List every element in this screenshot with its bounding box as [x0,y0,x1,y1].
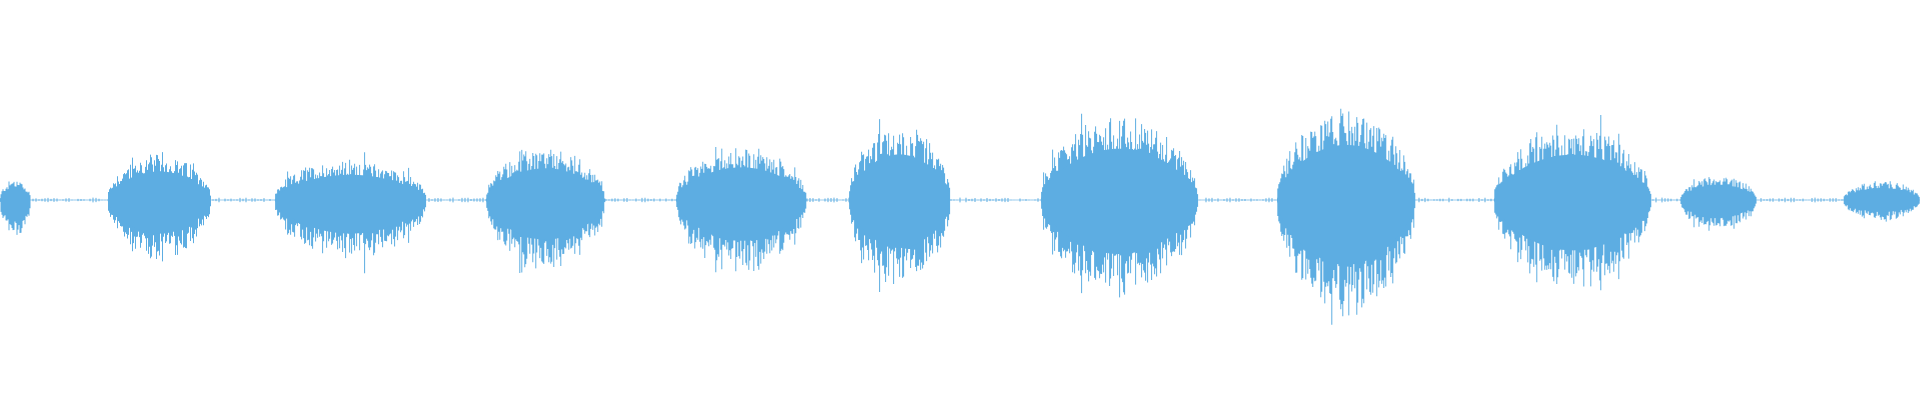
segment-8-core [1276,144,1415,265]
segment-7-core [1040,148,1197,254]
segment-7 [1040,113,1199,298]
segment-6 [848,119,951,292]
segment-5-core [675,167,806,241]
segment-9 [1493,115,1652,291]
segment-4-core [485,168,604,240]
segment-3 [274,152,427,274]
segment-10 [1680,177,1757,231]
segment-9-core [1493,154,1650,251]
segment-8 [1276,108,1416,325]
segment-4 [485,149,606,273]
segment-1 [0,181,31,235]
segment-1-core [0,187,30,222]
segment-10-core [1680,184,1756,218]
segment-6-core [848,154,949,248]
segment-5 [675,147,807,273]
segment-2 [107,152,211,262]
waveform-samples [0,108,1920,325]
segment-2-core [107,171,210,234]
segment-3-core [274,174,425,234]
